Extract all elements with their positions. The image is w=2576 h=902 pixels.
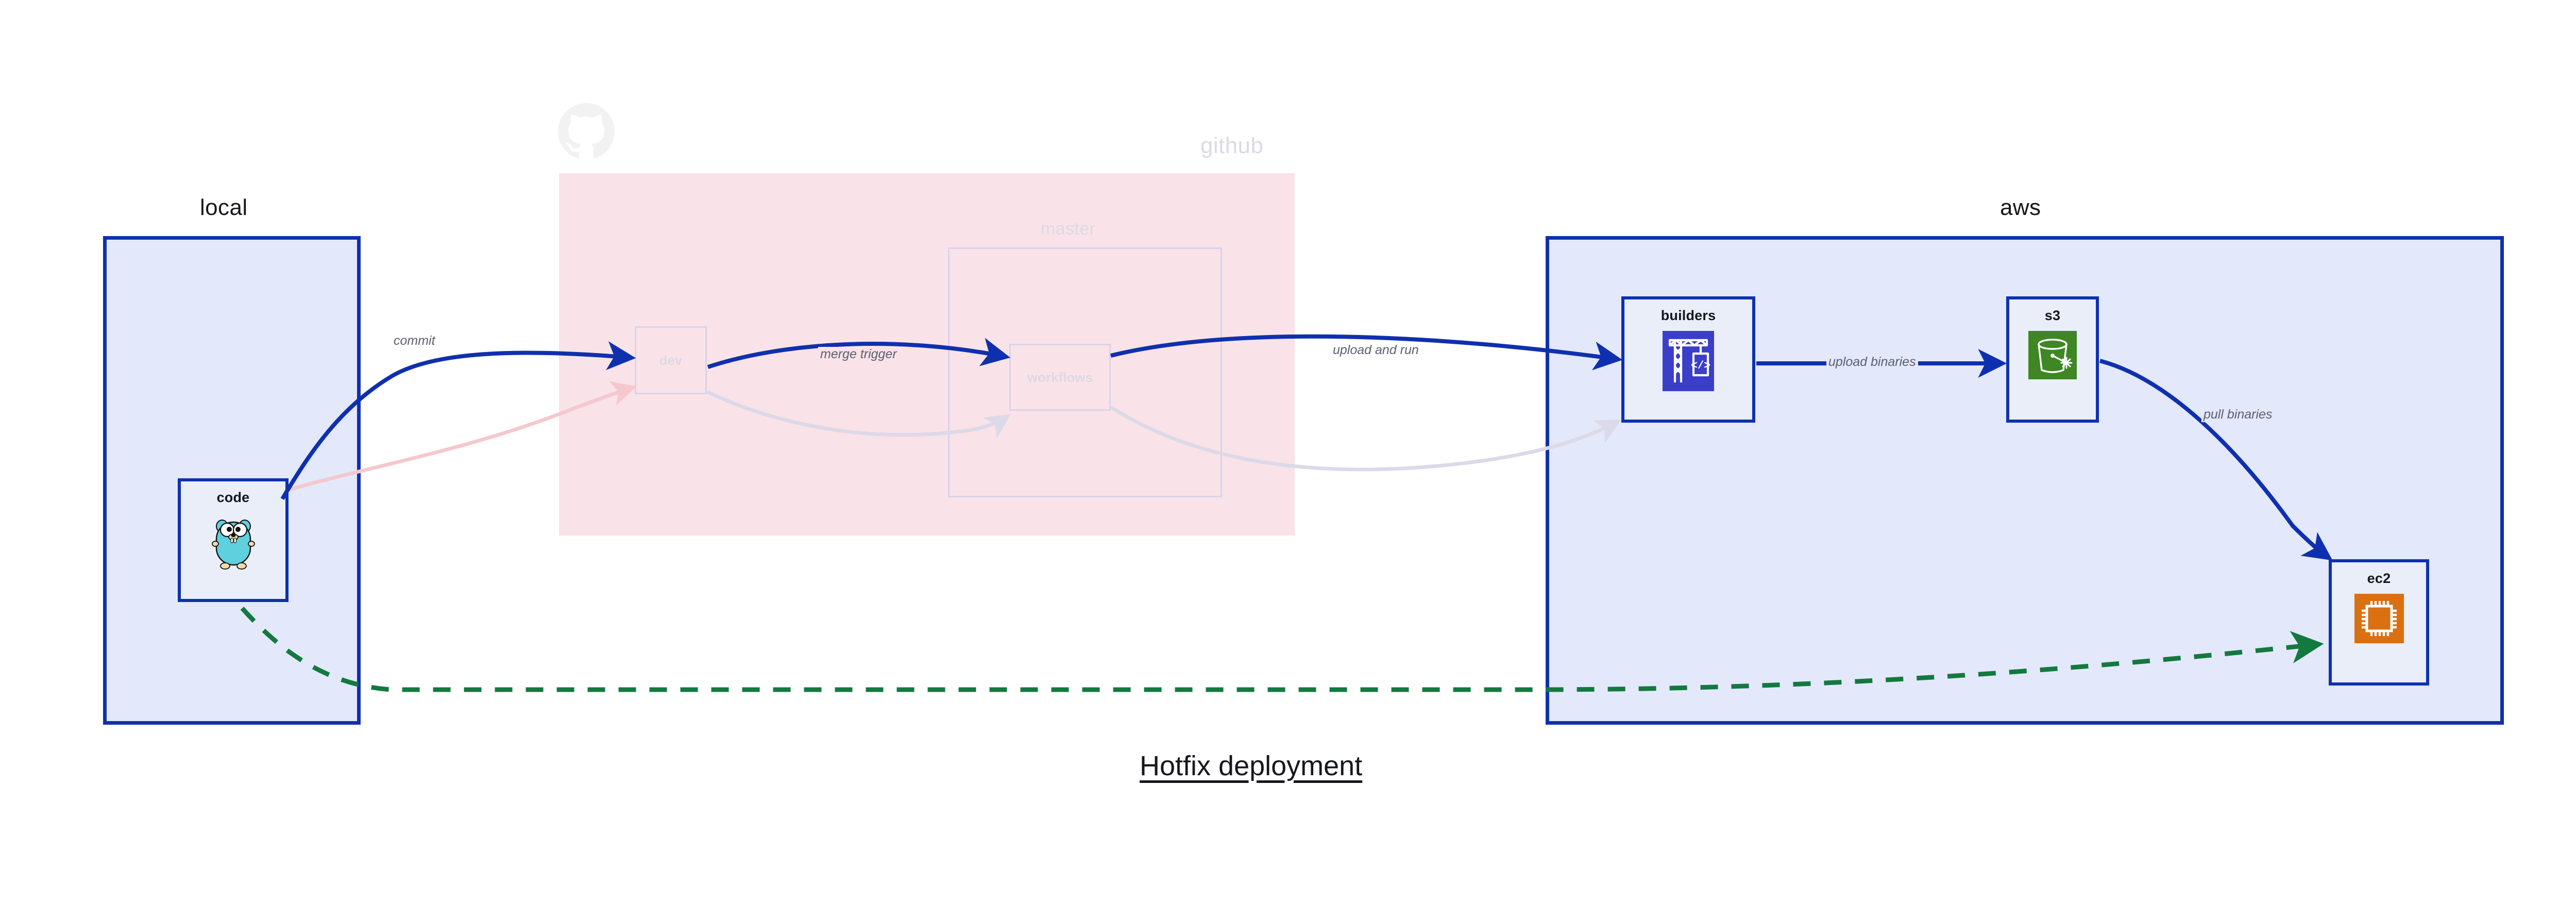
cluster-label-local: local (200, 195, 248, 220)
ec2-chip-icon (2354, 594, 2404, 646)
node-dev[interactable]: dev (635, 326, 707, 394)
node-builders-label: builders (1660, 308, 1716, 323)
node-builders[interactable]: builders </> (1621, 296, 1755, 423)
node-workflows[interactable]: workflows (1009, 344, 1111, 411)
node-ec2-label: ec2 (2367, 571, 2391, 586)
node-s3[interactable]: s3 (2006, 296, 2099, 423)
cluster-label-github: github (1200, 133, 1264, 158)
cluster-label-master: master (1041, 219, 1096, 239)
node-s3-label: s3 (2044, 308, 2061, 323)
edge-label-commit: commit (392, 333, 437, 348)
cluster-label-aws: aws (2000, 195, 2041, 220)
node-ec2[interactable]: ec2 (2329, 559, 2429, 686)
node-code-label: code (216, 490, 250, 505)
node-dev-label: dev (659, 352, 683, 368)
edge-label-merge-trigger: merge trigger (818, 347, 899, 362)
node-code[interactable]: code (178, 478, 289, 602)
codebuild-crane-icon: </> (1663, 331, 1714, 394)
edge-label-upload-binaries: upload binaries (1826, 355, 1918, 370)
go-gopher-icon (208, 513, 259, 573)
node-workflows-label: workflows (1027, 369, 1093, 385)
github-octocat-icon (558, 103, 615, 160)
edge-label-upload-and-run: upload and run (1331, 343, 1421, 358)
s3-bucket-icon (2028, 331, 2077, 382)
edge-label-pull-binaries: pull binaries (2201, 407, 2275, 422)
cluster-master (948, 247, 1222, 497)
diagram-title: Hotfix deployment (1140, 750, 1363, 781)
svg-text:</>: </> (1691, 360, 1710, 372)
